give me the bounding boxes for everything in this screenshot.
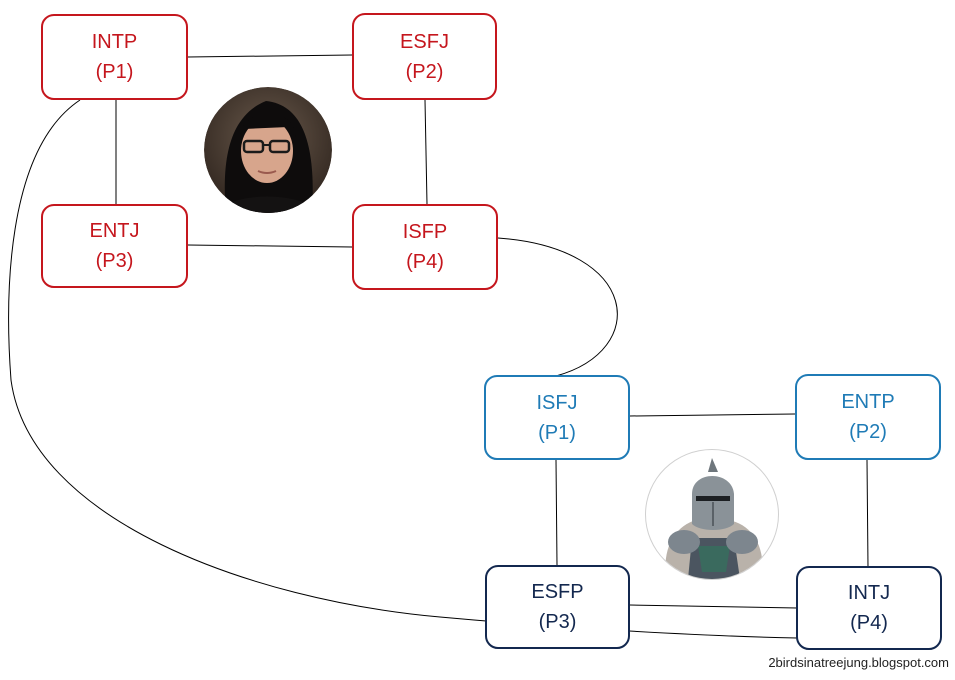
node-type: ENTP bbox=[841, 391, 895, 413]
edge-entj-isfp bbox=[187, 244, 353, 248]
node-position: (P1) bbox=[95, 61, 134, 83]
edge-isfj-entp bbox=[629, 413, 796, 417]
edge-esfp-intj bbox=[629, 604, 798, 609]
node-type: INTJ bbox=[847, 582, 891, 604]
node-type: ESFP bbox=[531, 581, 584, 603]
knight-portrait-image bbox=[645, 449, 779, 580]
footer-credit: 2birdsinatreejung.blogspot.com bbox=[768, 655, 949, 670]
edge-esfj-isfp bbox=[424, 99, 428, 205]
node-position: (P2) bbox=[405, 60, 444, 83]
node-esfj: ESFJ (P2) bbox=[352, 13, 497, 100]
node-type: ESFJ bbox=[400, 30, 449, 53]
node-type: ENTJ bbox=[89, 220, 140, 242]
node-position: (P2) bbox=[849, 421, 887, 443]
edge-entp-intj bbox=[866, 459, 869, 568]
node-isfp: ISFP (P4) bbox=[352, 204, 498, 290]
node-intj: INTJ (P4) bbox=[796, 566, 942, 650]
node-type: ISFJ bbox=[536, 391, 578, 414]
node-position: (P4) bbox=[406, 251, 444, 273]
node-entp: ENTP (P2) bbox=[795, 374, 941, 460]
edge-isfp-isfj-curve bbox=[497, 237, 618, 377]
edge-isfj-esfp bbox=[555, 459, 558, 566]
node-type: ISFP bbox=[402, 221, 448, 243]
node-type: INTP bbox=[91, 31, 138, 53]
edge-intp-esfj bbox=[187, 54, 353, 58]
node-intp: INTP (P1) bbox=[41, 14, 188, 100]
node-position: (P3) bbox=[538, 611, 577, 633]
node-isfj: ISFJ (P1) bbox=[484, 375, 630, 460]
node-esfp: ESFP (P3) bbox=[485, 565, 630, 649]
node-position: (P4) bbox=[850, 612, 888, 634]
node-entj: ENTJ (P3) bbox=[41, 204, 188, 288]
node-position: (P1) bbox=[538, 421, 576, 444]
woman-portrait-image bbox=[204, 87, 332, 213]
node-position: (P3) bbox=[95, 250, 134, 272]
